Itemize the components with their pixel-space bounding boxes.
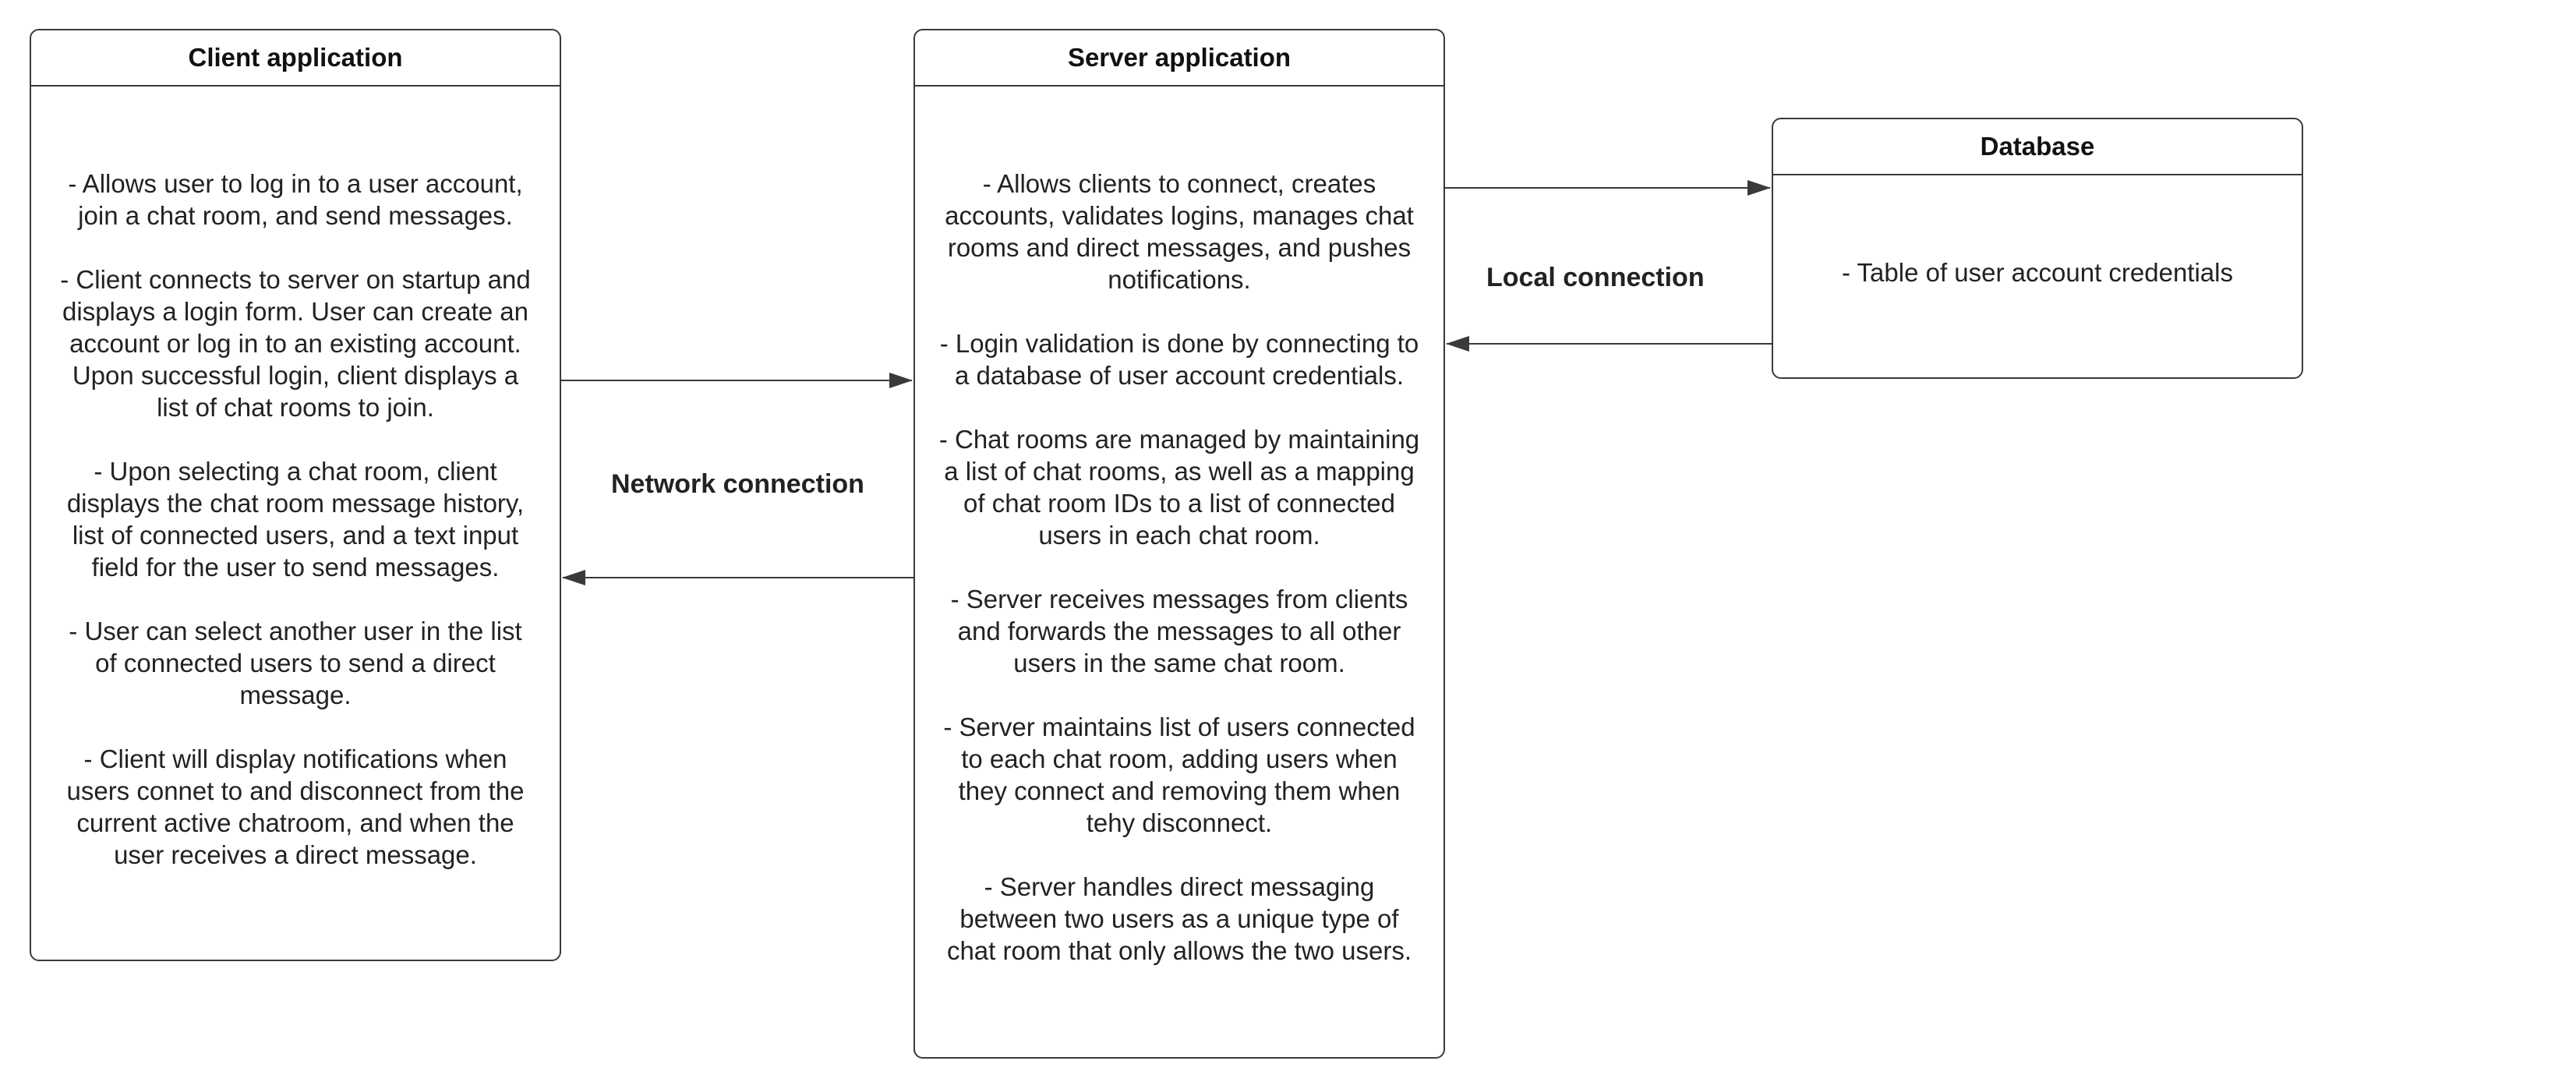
network-connection-label: Network connection [611, 469, 864, 499]
server-application-description: - Allows clients to connect, creates acco… [934, 168, 1425, 967]
server-text-line: chat room that only allows the two users… [946, 936, 1412, 965]
server-text-line: users in the same chat room. [1013, 649, 1345, 677]
client-paragraph: - Allows user to log in to a user accoun… [50, 168, 541, 232]
server-text-line: and forwards the messages to all other [957, 617, 1401, 645]
server-text-line: tehy disconnect. [1086, 808, 1273, 837]
client-text-line: users connet to and disconnect from the [66, 776, 525, 805]
server-text-line: between two users as a unique type of [959, 904, 1399, 933]
database-title: Database [1773, 119, 2302, 175]
client-paragraph: - Client will display notifications when… [50, 743, 541, 871]
database-box: Database - Table of user account credent… [1772, 118, 2303, 379]
server-text-line: a database of user account credentials. [954, 361, 1405, 390]
client-paragraph: - Client connects to server on startup a… [50, 263, 541, 423]
database-description: - Table of user account credentials [1792, 256, 2283, 288]
client-text-line: join a chat room, and send messages. [78, 201, 513, 230]
server-paragraph: - Allows clients to connect, creates acco… [934, 168, 1425, 295]
server-paragraph: - Server handles direct messaging between… [934, 871, 1425, 967]
client-application-title: Client application [31, 30, 560, 87]
server-paragraph: - Chat rooms are managed by maintaining a… [934, 423, 1425, 551]
server-text-line: - Allows clients to connect, creates [982, 169, 1376, 198]
server-text-line: - Login validation is done by connecting… [939, 329, 1419, 358]
server-application-box: Server application - Allows clients to c… [913, 29, 1445, 1059]
server-application-title: Server application [915, 30, 1443, 87]
server-text-line: - Server maintains list of users connect… [943, 712, 1415, 741]
client-text-line: current active chatroom, and when the [76, 808, 514, 837]
local-connection-label: Local connection [1486, 263, 1705, 292]
client-paragraph: - Upon selecting a chat room, client disp… [50, 455, 541, 583]
client-text-line: of connected users to send a direct [95, 649, 496, 677]
client-text-line: account or log in to an existing account… [69, 329, 521, 358]
client-text-line: list of connected users, and a text inpu… [72, 521, 519, 550]
server-text-line: users in each chat room. [1038, 521, 1320, 550]
server-text-line: a list of chat rooms, as well as a mappi… [944, 457, 1415, 486]
server-text-line: accounts, validates logins, manages chat [945, 201, 1414, 230]
server-text-line: - Server receives messages from clients [950, 585, 1408, 613]
client-text-line: message. [239, 681, 352, 709]
database-text-line: - Table of user account credentials [1841, 258, 2233, 287]
server-text-line: of chat room IDs to a list of connected [963, 489, 1395, 518]
client-application-box: Client application - Allows user to log … [30, 29, 561, 961]
server-text-line: rooms and direct messages, and pushes [947, 233, 1412, 262]
server-paragraph: - Server maintains list of users connect… [934, 711, 1425, 839]
client-text-line: displays a login form. User can create a… [62, 297, 528, 326]
client-text-line: - User can select another user in the li… [69, 617, 522, 645]
server-text-line: - Server handles direct messaging [984, 872, 1375, 901]
client-text-line: Upon successful login, client displays a [72, 361, 519, 390]
client-text-line: - Allows user to log in to a user accoun… [68, 169, 523, 198]
database-paragraph: - Table of user account credentials [1792, 256, 2283, 288]
server-text-line: - Chat rooms are managed by maintaining [938, 425, 1420, 454]
server-paragraph: - Login validation is done by connecting… [934, 327, 1425, 391]
client-text-line: - Upon selecting a chat room, client [94, 457, 497, 486]
client-text-line: list of chat rooms to join. [157, 393, 434, 422]
client-paragraph: - User can select another user in the li… [50, 615, 541, 711]
server-paragraph: - Server receives messages from clients a… [934, 583, 1425, 679]
client-application-description: - Allows user to log in to a user accoun… [50, 168, 541, 871]
server-text-line: to each chat room, adding users when [961, 744, 1398, 773]
server-text-line: they connect and removing them when [958, 776, 1401, 805]
client-text-line: - Client will display notifications when [83, 744, 507, 773]
client-text-line: - Client connects to server on startup a… [60, 265, 531, 294]
client-text-line: displays the chat room message history, [66, 489, 525, 518]
client-text-line: user receives a direct message. [114, 840, 477, 869]
client-text-line: field for the user to send messages. [91, 553, 500, 582]
server-text-line: notifications. [1108, 265, 1251, 294]
